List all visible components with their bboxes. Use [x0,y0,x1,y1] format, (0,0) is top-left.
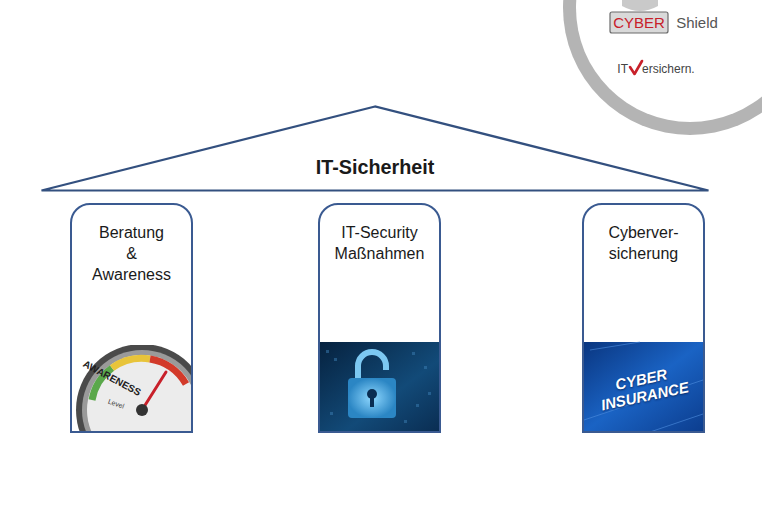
roof-outline [40,105,710,192]
insurance-image [584,342,703,432]
logo-badge [563,0,762,135]
pillar-box: IT-Security Maßnahmen [318,203,441,433]
roof-title: IT-Sicherheit [40,154,710,180]
check-mark [630,61,642,74]
roof-triangle: IT-Sicherheit [40,105,710,192]
logo-slogan: IT [617,63,628,76]
pillar-box: Beratung & Awareness [70,203,193,433]
pillar-label: IT-Security Maßnahmen [328,222,432,264]
awareness-gauge [72,345,191,432]
pillar-label: Beratung & Awareness [92,222,171,285]
logo-word: CYBER [613,14,665,31]
lock-image [320,342,439,432]
pillar-label: Cyberver- sicherung [592,222,696,264]
logo-word: Shield [676,14,718,31]
logo-slogan: ersichern. [642,63,695,76]
